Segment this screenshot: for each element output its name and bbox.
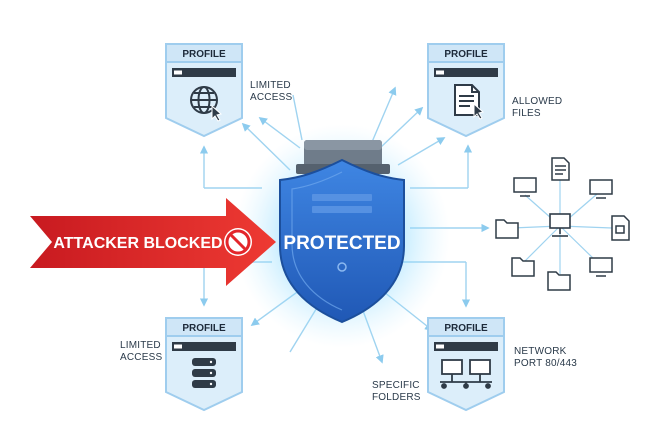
profile-title: PROFILE bbox=[444, 323, 488, 334]
monitor-icon bbox=[589, 179, 613, 199]
profile-title: PROFILE bbox=[182, 323, 226, 334]
profile-card-bottom-left: PROFILE bbox=[165, 317, 243, 412]
network-hub-icon bbox=[549, 213, 571, 237]
server-power-icon bbox=[337, 262, 347, 272]
protected-label: PROTECTED bbox=[283, 233, 400, 254]
attacker-label: ATTACKER BLOCKED bbox=[53, 235, 222, 252]
caption-line: ALLOWED bbox=[512, 96, 563, 107]
caption-allowed-files: ALLOWED FILES bbox=[512, 96, 562, 120]
file-icon bbox=[551, 157, 570, 181]
profile-card-top-right: PROFILE bbox=[427, 43, 505, 138]
caption-line: FOLDERS bbox=[372, 392, 421, 403]
protected-shield bbox=[279, 158, 405, 324]
caption-line: PORT 80/443 bbox=[514, 358, 577, 369]
document-cursor-icon bbox=[454, 84, 485, 120]
globe-cursor-icon bbox=[190, 86, 223, 122]
folder-icon bbox=[547, 271, 571, 291]
caption-line: LIMITED bbox=[120, 340, 161, 351]
connector-line bbox=[292, 94, 303, 141]
folder-icon bbox=[495, 219, 519, 239]
server-slots bbox=[312, 194, 372, 213]
caption-network-port: NETWORK PORT 80/443 bbox=[514, 346, 577, 370]
folder-icon bbox=[511, 257, 535, 277]
network-computers-icon bbox=[440, 359, 492, 389]
blocked-icon bbox=[224, 228, 252, 256]
profile-card-top-left: PROFILE bbox=[165, 43, 243, 138]
caption-limited-access-bottom: LIMITED ACCESS bbox=[120, 340, 162, 364]
network-cluster bbox=[495, 157, 630, 291]
attacker-arrow: ATTACKER BLOCKED bbox=[30, 198, 276, 286]
caption-line: NETWORK bbox=[514, 346, 567, 357]
caption-limited-access-top: LIMITED ACCESS bbox=[250, 80, 292, 104]
secure-file-icon bbox=[611, 215, 630, 241]
caption-specific-folders: SPECIFIC FOLDERS bbox=[372, 380, 421, 404]
profile-card-bottom-right: PROFILE bbox=[427, 317, 505, 412]
monitor-icon bbox=[513, 177, 537, 197]
database-icon bbox=[192, 358, 216, 388]
profile-title: PROFILE bbox=[444, 49, 488, 60]
monitor-icon bbox=[589, 257, 613, 277]
caption-line: SPECIFIC bbox=[372, 380, 420, 391]
profile-title: PROFILE bbox=[182, 49, 226, 60]
caption-line: ACCESS bbox=[120, 352, 163, 363]
caption-line: FILES bbox=[512, 108, 541, 119]
caption-line: LIMITED bbox=[250, 80, 291, 91]
caption-line: ACCESS bbox=[250, 92, 293, 103]
